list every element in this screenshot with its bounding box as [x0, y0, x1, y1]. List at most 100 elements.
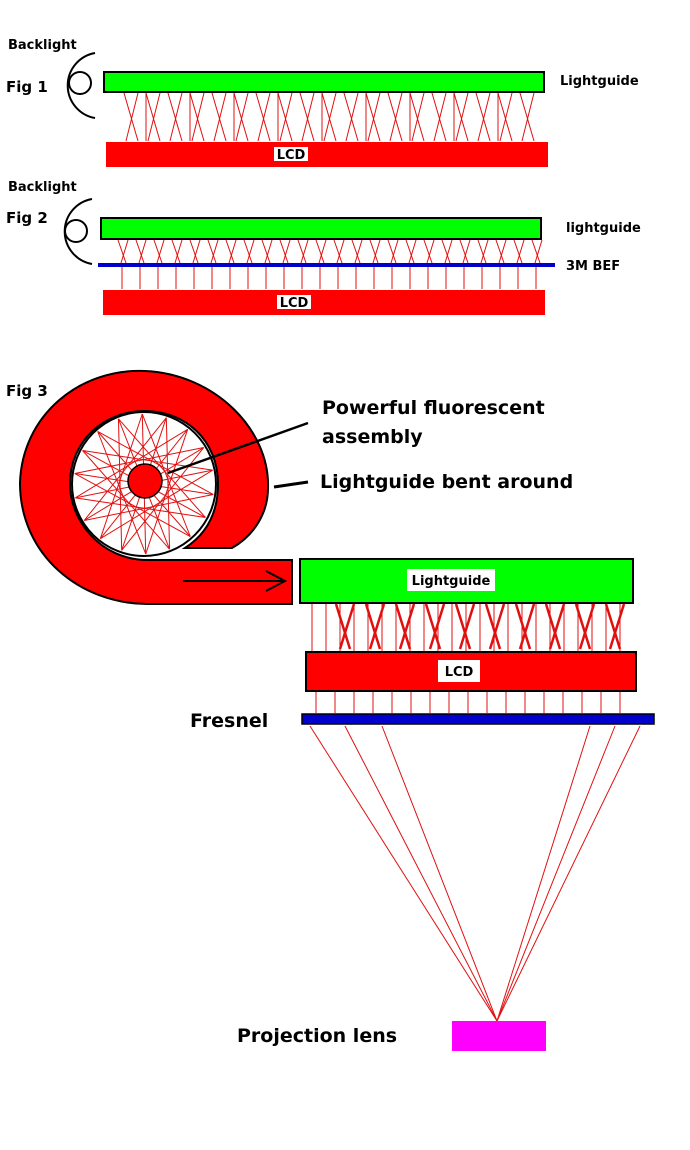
fig1-lcd-bar: [106, 142, 548, 167]
light-ray: [462, 239, 471, 264]
light-ray: [277, 92, 293, 142]
fluorescent-label-line1: Powerful fluorescent: [322, 397, 545, 419]
fig2-label: Fig 2: [6, 209, 48, 227]
light-ray: [233, 92, 249, 142]
light-ray: [411, 92, 425, 142]
fig1-lcd-label-box: [274, 147, 308, 161]
light-ray: [444, 239, 453, 264]
light-ray: [211, 92, 227, 142]
fig1-label: Fig 1: [6, 78, 48, 96]
light-ray: [477, 92, 491, 142]
light-ray: [83, 417, 167, 521]
light-ray: [477, 239, 487, 264]
light-ray: [499, 92, 513, 142]
circle-lamp-icon: [64, 219, 88, 243]
light-ray: [519, 92, 535, 142]
light-ray: [84, 493, 214, 521]
light-ray: [82, 450, 170, 550]
lightguide-to-lcd-rays: [311, 603, 626, 651]
light-ray: [488, 603, 506, 650]
light-ray: [141, 413, 191, 537]
light-ray: [498, 239, 507, 264]
light-ray: [309, 725, 498, 1022]
light-ray: [165, 417, 171, 550]
light-ray: [345, 92, 359, 142]
figure-2: Backlight Fig 2 lightguide 3M BEF LCD: [6, 180, 641, 315]
light-ray: [225, 239, 235, 264]
fluorescent-label-line2: assembly: [322, 426, 423, 448]
light-ray: [574, 603, 592, 650]
light-ray: [387, 239, 397, 264]
light-ray: [321, 92, 337, 142]
light-ray: [408, 239, 417, 264]
light-ray: [282, 239, 291, 264]
light-ray: [213, 92, 227, 142]
fresnel-label: Fresnel: [190, 710, 268, 732]
light-ray: [210, 239, 219, 264]
light-ray: [243, 239, 253, 264]
light-ray: [534, 239, 543, 264]
light-ray: [120, 239, 129, 264]
light-ray: [381, 725, 498, 1022]
fig3-lcd-label-box: [438, 660, 480, 682]
light-ray: [389, 92, 403, 142]
light-ray: [398, 603, 416, 650]
fig3-lightguide-label: Lightguide: [412, 574, 491, 589]
light-ray: [387, 92, 403, 142]
fig2-lcd-label: LCD: [280, 296, 309, 311]
light-ray: [125, 92, 139, 142]
light-ray: [333, 239, 343, 264]
light-ray: [189, 92, 205, 142]
light-ray: [97, 431, 147, 555]
light-ray: [369, 239, 379, 264]
bent-lightguide-label: Lightguide bent around: [320, 471, 573, 493]
light-ray: [300, 239, 309, 264]
light-ray: [264, 239, 273, 264]
light-ray: [423, 239, 433, 264]
projection-lens-label: Projection lens: [237, 1025, 397, 1047]
bent-lightguide: [18, 369, 293, 605]
light-ray: [578, 603, 596, 650]
light-ray: [100, 469, 213, 540]
light-ray: [344, 725, 498, 1022]
projection-lens: [452, 1021, 546, 1051]
fluorescent-lamp-icon: [127, 463, 163, 499]
light-ray: [394, 603, 412, 650]
light-ray: [123, 92, 139, 142]
light-ray: [235, 92, 249, 142]
figure-3: Fig 3 Powerful fluorescent assembly Ligh…: [6, 369, 655, 1051]
light-ray: [548, 603, 566, 650]
light-ray: [338, 603, 356, 650]
light-ray: [336, 239, 345, 264]
light-ray: [343, 92, 359, 142]
light-ray: [364, 603, 382, 650]
light-ray: [458, 603, 476, 650]
light-ray: [207, 239, 217, 264]
light-ray: [496, 725, 641, 1022]
light-ray: [475, 92, 491, 142]
light-ray: [496, 725, 591, 1022]
light-ray: [544, 603, 562, 650]
light-ray: [459, 239, 469, 264]
light-ray: [97, 431, 214, 495]
light-ray: [390, 239, 399, 264]
light-ray: [299, 92, 315, 142]
fig3-lightguide-label-box: [407, 569, 495, 591]
light-ray: [354, 239, 363, 264]
light-ray: [297, 239, 307, 264]
light-ray: [171, 239, 181, 264]
light-ray: [424, 603, 442, 650]
light-ray: [99, 413, 143, 539]
fig1-lightguide-label: Lightguide: [560, 74, 639, 89]
light-ray: [365, 92, 381, 142]
light-ray: [257, 92, 271, 142]
lcd-to-fresnel-rays: [315, 692, 621, 713]
light-ray: [156, 239, 165, 264]
fig2-bef-label: 3M BEF: [566, 259, 620, 274]
light-ray: [167, 92, 183, 142]
fig2-lightguide-bar: [100, 217, 542, 240]
light-ray: [261, 239, 271, 264]
light-ray: [246, 239, 255, 264]
light-ray: [74, 473, 191, 537]
